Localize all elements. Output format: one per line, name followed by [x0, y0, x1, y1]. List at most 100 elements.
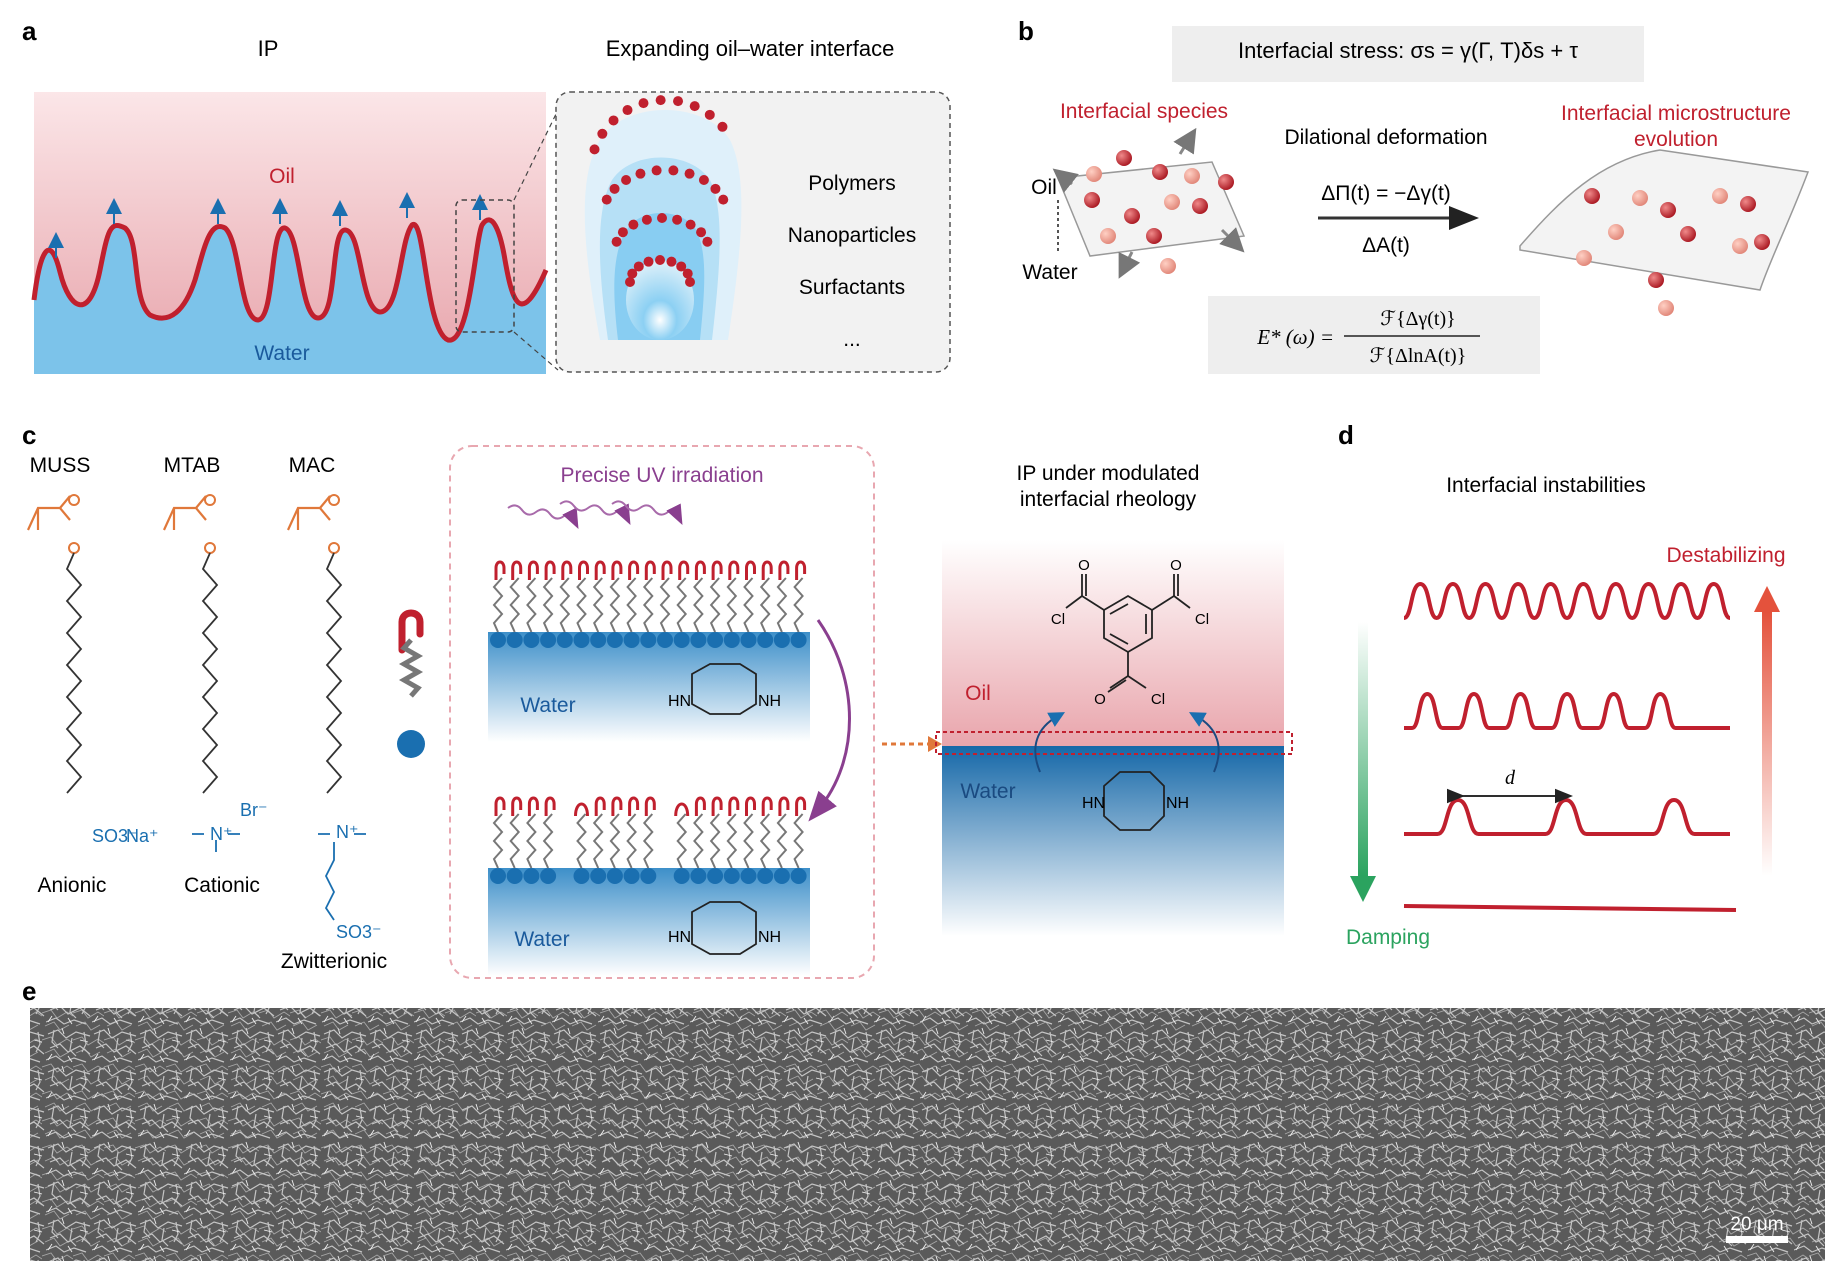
surfactant-tail: [709, 813, 721, 869]
bead: [635, 168, 646, 179]
surfactant-head: [640, 632, 657, 648]
surfactant-head: [773, 632, 790, 648]
species-ball: [1152, 164, 1168, 180]
bead: [641, 214, 652, 225]
surfactant-head: [590, 868, 607, 884]
reactive-head: [711, 560, 723, 580]
modulus-numerator: ℱ{Δγ(t)}: [1380, 308, 1456, 330]
reactive-head: [494, 560, 506, 580]
diffusion-arrow-left: [1034, 712, 1066, 773]
surfactant-head: [707, 868, 724, 884]
bead: [684, 168, 695, 179]
species-ball: [1116, 150, 1132, 166]
bead: [655, 255, 665, 265]
surfactant-tail: [693, 813, 704, 869]
carbonyl-oxygen: [68, 494, 80, 506]
wave-line: [1403, 581, 1731, 621]
surfactant-head: [790, 868, 807, 884]
surfactant-tail: [642, 577, 654, 633]
surfactant-head: [573, 868, 590, 884]
reactive-head: [561, 560, 573, 580]
tmc-o-left: O: [1078, 557, 1090, 574]
piperazine-bottom: HN NH: [668, 901, 781, 955]
mtab-type: Cationic: [184, 874, 260, 897]
surfactant-tail: [509, 813, 521, 869]
reactive-head: [578, 560, 589, 580]
surfactant-head: [540, 632, 557, 648]
surfactant-tail: [542, 577, 554, 633]
tmc-molecule: [1065, 574, 1191, 693]
surfactant-head: [757, 868, 774, 884]
surfactant-head: [657, 632, 673, 648]
wave-line: [1404, 691, 1730, 730]
reactive-head: [694, 796, 706, 816]
bead: [627, 268, 638, 279]
species-ball: [1084, 192, 1100, 208]
muss-counterion: Na⁺: [126, 826, 159, 846]
water-label-uv-bottom: Water: [514, 928, 569, 951]
surfactant-head: [723, 632, 740, 648]
bead: [597, 128, 608, 139]
panel-e-letter: e: [22, 976, 36, 1006]
bead: [702, 236, 713, 247]
reactive-head: [628, 560, 640, 580]
panel-c-letter: c: [22, 420, 36, 450]
bead: [704, 109, 715, 120]
water-label-uv-top: Water: [520, 694, 575, 717]
surfactant-head: [490, 632, 506, 648]
wave-line: [1404, 797, 1730, 836]
destabilizing-arrowhead: [1754, 586, 1780, 612]
polymerized-head: [574, 802, 589, 817]
panel-b: b Interfacial stress: σs = γ(Γ, T)δs + τ…: [1018, 16, 1810, 374]
species-ball: [1660, 202, 1676, 218]
surfactant-tail: [659, 577, 671, 633]
species-ball: [1732, 238, 1748, 254]
reactive-head: [494, 796, 506, 816]
reactive-head: [527, 560, 539, 580]
pressure-equation: ΔΠ(t) = −Δγ(t): [1321, 182, 1451, 205]
oil-label-b: Oil: [1031, 176, 1057, 199]
bead: [611, 236, 622, 247]
species-nanoparticles: Nanoparticles: [788, 224, 916, 247]
surfactant-tail: [693, 577, 704, 633]
panel-a-title-right: Expanding oil–water interface: [606, 36, 895, 61]
stretch-arrows: [1052, 127, 1245, 279]
reactive-head: [761, 796, 773, 816]
alkyl-chain: [325, 552, 343, 794]
zoom-box-a: [455, 199, 515, 333]
reactive-head: [644, 796, 656, 816]
bead: [609, 183, 620, 194]
surfactant-icon: [397, 609, 425, 758]
bead: [621, 174, 632, 185]
species-polymers: Polymers: [808, 172, 896, 195]
panel-e: e 20 μm: [22, 976, 1825, 1261]
surfactant-head: [523, 868, 540, 884]
surfactant-head: [606, 868, 623, 884]
bead: [668, 165, 679, 176]
surfactant-tail: [509, 577, 521, 633]
panel-a: a IP Expanding oil–water interface Oil W…: [22, 16, 951, 374]
tmc-o-right: O: [1170, 557, 1182, 574]
surfactant-head: [790, 632, 807, 648]
surfactant-head: [606, 632, 623, 648]
species-ball: [1100, 228, 1116, 244]
area-change-label: ΔA(t): [1362, 234, 1410, 257]
surfactant-head: [740, 868, 757, 884]
bead: [717, 121, 728, 132]
surfactant-head: [506, 632, 523, 648]
reactive-head: [778, 560, 790, 580]
reactive-head: [728, 796, 740, 816]
surfactant-tail: [676, 813, 688, 869]
bead: [682, 268, 693, 279]
bead: [698, 174, 709, 185]
water-phase-a: [34, 219, 546, 374]
surfactant-tail: [626, 813, 637, 869]
panel-a-title-left: IP: [258, 36, 279, 61]
diffusion-arrow-right: [1188, 712, 1220, 773]
surfactant-tail: [626, 577, 637, 633]
reactive-head: [728, 560, 740, 580]
destabilizing-arrow-shaft: [1762, 612, 1772, 876]
reactive-head: [544, 796, 556, 816]
ester-oxygen: [204, 542, 216, 554]
